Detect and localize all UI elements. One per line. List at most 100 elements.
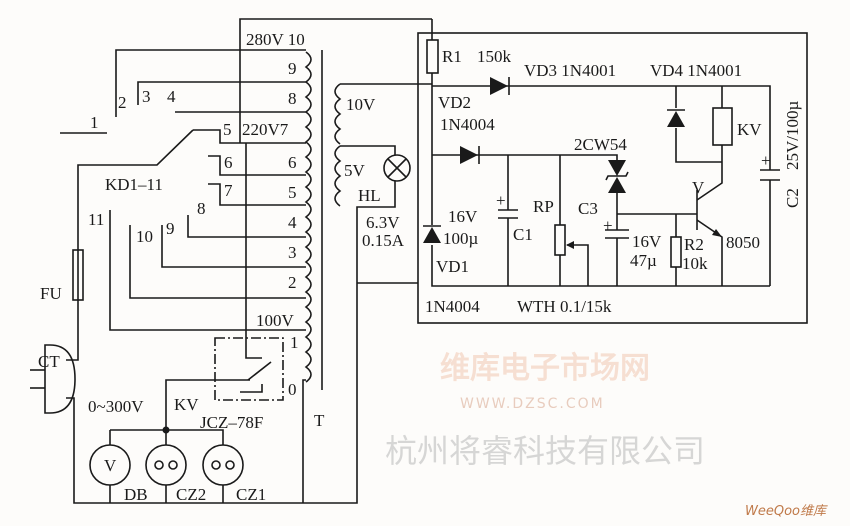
diode-vd4-icon [667, 111, 685, 127]
wire [245, 143, 262, 359]
wire [605, 229, 629, 239]
switch-pos-8: 8 [197, 199, 206, 218]
diode-vd3-icon [490, 77, 508, 95]
c3-capacitance: 47µ [630, 251, 657, 270]
wire [432, 154, 618, 160]
wiring [60, 18, 432, 504]
watermark-company: 杭州将睿科技有限公司 [385, 432, 705, 470]
vd2-model: 1N4004 [440, 115, 495, 134]
diode-vd2-icon [460, 146, 478, 164]
wire [712, 229, 722, 237]
wire [208, 155, 306, 176]
wire [608, 177, 626, 193]
wire [161, 225, 306, 268]
c1-plus: + [496, 191, 506, 210]
tap-0-label: 0 [288, 380, 297, 399]
wire [225, 460, 235, 470]
wire [340, 145, 396, 155]
c2-plus: + [761, 151, 771, 170]
relay-contact-icon [214, 337, 284, 401]
tap-5-label: 5 [288, 183, 297, 202]
wire [696, 162, 723, 201]
vd1-label: VD1 [436, 257, 469, 276]
watermark-url: WWW.DZSC.COM [460, 396, 605, 412]
wire [559, 155, 589, 286]
secondary-winding [334, 83, 342, 207]
lamp-name: HL [358, 186, 381, 205]
watermark-brand: 维库电子市场网 [440, 351, 650, 386]
output-range: 0~300V [88, 397, 144, 416]
transistor-model: 8050 [726, 233, 760, 252]
tap-9-label: 9 [288, 59, 297, 78]
r1-value: 150k [477, 47, 512, 66]
voltmeter-icon [89, 444, 131, 486]
transformer-name: T [314, 411, 325, 430]
plug-label: CT [38, 352, 60, 371]
r2-value: 10k [682, 254, 708, 273]
zener-2cw54-icon [605, 160, 629, 286]
resistor-r1-icon [426, 39, 439, 74]
wire [202, 444, 244, 486]
switch-pos-9: 9 [166, 219, 175, 238]
switch-pos-3: 3 [142, 87, 151, 106]
wire [168, 460, 178, 470]
meter-label: DB [124, 485, 148, 504]
tap-2-label: 2 [288, 273, 297, 292]
wire [154, 460, 164, 470]
c3-plus: + [603, 216, 613, 235]
transistor-label: V [692, 178, 705, 197]
wire [109, 485, 224, 503]
secondary-10v-label: 10V [346, 95, 376, 114]
wire [675, 86, 723, 163]
kv-label: KV [737, 120, 762, 139]
wire [353, 181, 396, 504]
socket1-label: CZ1 [236, 485, 266, 504]
wire [302, 379, 306, 503]
control-board [417, 19, 808, 324]
secondary-5v-label: 5V [344, 161, 366, 180]
wire [760, 169, 780, 181]
tap-7-label: 220V7 [242, 120, 289, 139]
watermark: 维库电子市场网 WWW.DZSC.COM 杭州将睿科技有限公司 WeeQoo维库 [385, 351, 828, 519]
switch-pos-7: 7 [224, 181, 233, 200]
switch-pos-6: 6 [224, 153, 233, 172]
switch-name: KD1–11 [105, 175, 163, 194]
meter-symbol: V [104, 456, 117, 475]
wire [145, 444, 187, 486]
potentiometer-rp-icon [554, 224, 566, 256]
wire [77, 129, 194, 250]
lamp-current: 0.15A [362, 231, 405, 250]
corner-logo: WeeQoo维库 [745, 504, 828, 519]
vd1-model: 1N4004 [425, 297, 480, 316]
wire [498, 155, 518, 286]
switch-pos-2: 2 [118, 93, 127, 112]
tap-1-label: 1 [290, 333, 299, 352]
c3-label: C3 [578, 199, 598, 218]
r1-label: R1 [442, 47, 462, 66]
primary-winding [304, 51, 312, 383]
rp-model: WTH 0.1/15k [517, 297, 612, 316]
relay-contact-label: KV [174, 395, 199, 414]
wire [387, 158, 407, 178]
switch-pos-4: 4 [167, 87, 176, 106]
tap-100v-label: 100V [256, 311, 295, 330]
wire [417, 32, 808, 324]
wire [566, 241, 574, 249]
relay-coil-kv-icon [712, 107, 733, 146]
tap-10-label: 280V 10 [246, 30, 305, 49]
r2-label: R2 [684, 235, 704, 254]
wire [109, 429, 224, 445]
wire [239, 18, 432, 143]
switch-pos-11: 11 [88, 210, 104, 229]
lamp-voltage: 6.3V [366, 213, 400, 232]
wire [432, 85, 771, 286]
vd2-label: VD2 [438, 93, 471, 112]
tap-3-label: 3 [288, 243, 297, 262]
socket-cz2-icon [145, 444, 187, 486]
vd4-label: VD4 1N4001 [650, 61, 742, 80]
c1-label: C1 [513, 225, 533, 244]
wire [247, 361, 272, 381]
wire [165, 379, 250, 445]
